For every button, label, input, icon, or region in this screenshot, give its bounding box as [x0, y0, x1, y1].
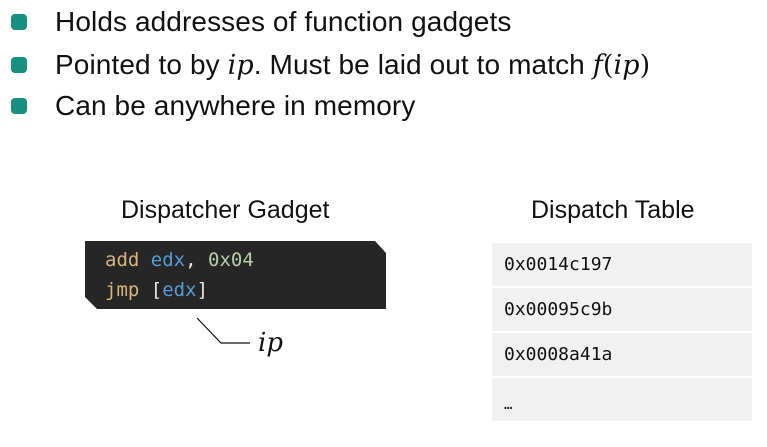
bullet-square-icon	[11, 98, 27, 114]
code-immediate: 0x04	[208, 249, 254, 271]
code-comma: ,	[185, 249, 208, 271]
code-opcode: jmp	[105, 279, 140, 301]
code-register: edx	[150, 249, 186, 271]
dispatch-table-title: Dispatch Table	[531, 196, 695, 224]
code-line: add edx, 0x04	[105, 249, 254, 271]
math-paren-close: )	[639, 50, 651, 81]
code-space	[139, 249, 150, 271]
bullet-item: Pointed to by ip. Must be laid out to ma…	[11, 45, 650, 85]
bullet-text-part: . Must be laid out to match	[253, 49, 593, 80]
math-ip: ip	[227, 50, 254, 81]
math-f: f	[592, 50, 603, 81]
bullet-text: Pointed to by ip. Must be laid out to ma…	[55, 49, 650, 81]
code-line: jmp [edx]	[105, 279, 208, 301]
math-ip: ip	[613, 50, 640, 81]
table-row-ellipsis: …	[492, 378, 752, 421]
ip-pointer-label: ip	[258, 328, 283, 358]
pointer-connector	[196, 317, 250, 344]
code-bracket-close: ]	[196, 279, 209, 301]
bullet-square-icon	[11, 57, 27, 73]
table-row: 0x0008a41a	[492, 333, 752, 376]
bullet-item: Holds addresses of function gadgets	[11, 2, 511, 42]
bullet-text: Holds addresses of function gadgets	[55, 6, 512, 37]
bullet-square-icon	[11, 14, 27, 30]
code-opcode: add	[105, 249, 140, 271]
bullet-text: Can be anywhere in memory	[55, 90, 416, 121]
dispatch-table: 0x0014c197 0x00095c9b 0x0008a41a …	[492, 243, 752, 423]
dispatcher-code-block: add edx, 0x04 jmp [edx]	[85, 241, 386, 309]
table-row: 0x00095c9b	[492, 288, 752, 331]
table-row: 0x0014c197	[492, 243, 752, 286]
dispatcher-gadget-title: Dispatcher Gadget	[121, 196, 330, 224]
code-register: edx	[162, 279, 197, 301]
math-paren-open: (	[602, 50, 614, 81]
code-bracket-open: [	[150, 279, 163, 301]
code-space	[139, 279, 150, 301]
bullet-text-part: Pointed to by	[55, 49, 228, 80]
bullet-item: Can be anywhere in memory	[11, 86, 415, 126]
